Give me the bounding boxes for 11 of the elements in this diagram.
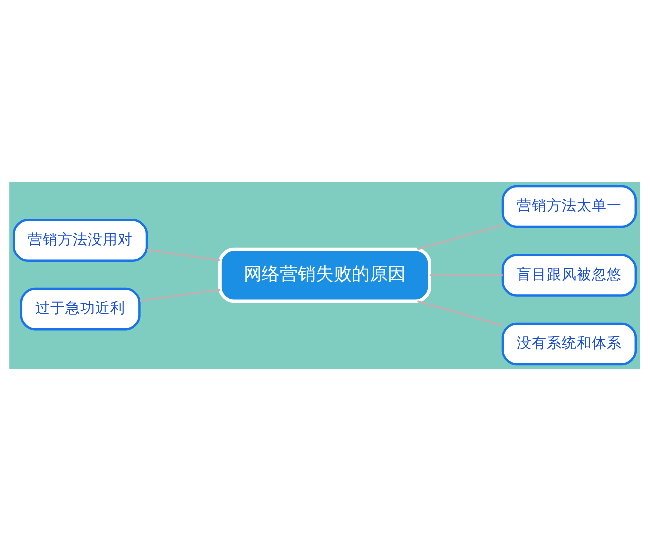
- node-box: 营销方法没用对: [12, 218, 148, 262]
- node-box: 盲目跟风被忽悠: [502, 254, 638, 296]
- connector: [417, 300, 503, 326]
- connector: [430, 274, 503, 276]
- node-box: 没有系统和体系: [502, 322, 638, 366]
- connector: [140, 288, 220, 302]
- node-box: 过于急功近利: [20, 287, 141, 330]
- node-box: 营销方法太单一: [502, 184, 638, 228]
- connector: [147, 248, 220, 261]
- connector: [417, 224, 503, 250]
- node-box: 网络营销失败的原因: [218, 247, 432, 303]
